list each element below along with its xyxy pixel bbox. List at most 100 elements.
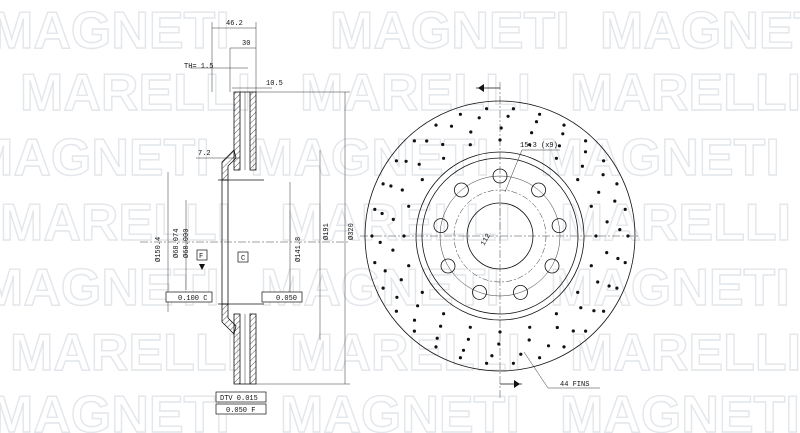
drilled-hole	[458, 356, 462, 360]
pcd-circle	[453, 189, 547, 283]
drilled-hole	[596, 280, 600, 284]
dim-outer-dia: Ø320	[347, 223, 356, 240]
drilled-hole	[580, 164, 585, 168]
drilled-hole	[391, 248, 395, 252]
watermark-line-7b: MAGNETI	[280, 386, 520, 433]
watermark-line-7: MAGNETI	[0, 386, 230, 433]
watermark-line-1: MAGNETI	[0, 2, 230, 60]
bolt-hole	[440, 258, 456, 274]
drilled-hole	[468, 325, 472, 329]
watermark-line-6: MARELLI	[10, 324, 241, 382]
runout-left-frame	[165, 291, 213, 303]
drilled-hole	[605, 220, 609, 224]
dim-min-thickness: TH= 1.5	[184, 63, 213, 71]
watermark-line-5b: MAGNETI	[260, 259, 500, 317]
bolt-hole	[531, 182, 546, 198]
drilled-hole	[391, 217, 395, 221]
drilled-hole	[583, 150, 588, 154]
drilled-hole	[485, 107, 489, 111]
drilled-hole	[499, 126, 503, 130]
drilled-hole	[412, 318, 417, 322]
drilled-hole	[602, 159, 606, 163]
drilled-hole	[412, 329, 416, 333]
drilled-hole	[425, 139, 429, 143]
drilled-hole	[420, 290, 424, 294]
dim-hub-bore: Ø68.074	[172, 229, 181, 258]
drilled-hole	[435, 336, 439, 340]
drilled-hole	[602, 309, 606, 313]
drilled-hole	[402, 234, 406, 238]
drilled-hole	[449, 124, 454, 128]
drilled-hole	[519, 352, 523, 356]
drilled-hole	[485, 361, 489, 365]
tol-dtv: DTV 0.015	[220, 395, 258, 403]
drilled-hole	[607, 284, 611, 288]
drilled-hole	[458, 112, 462, 116]
drilled-hole	[613, 199, 617, 203]
drilled-hole	[557, 144, 562, 148]
drilled-hole	[576, 178, 580, 182]
datum-f: F	[199, 253, 203, 261]
bolt-hole	[513, 284, 528, 300]
drilled-hole	[477, 116, 481, 120]
fins-label: 44 FINS	[560, 381, 589, 389]
watermark-line-5: MAGNETI	[0, 259, 220, 317]
drilled-hole	[407, 204, 411, 208]
drilled-hole	[468, 143, 472, 147]
disc-outer-circle	[364, 100, 636, 372]
drilled-hole	[439, 324, 443, 328]
drilled-hole	[584, 329, 588, 333]
dim-vent-dia: Ø191	[322, 223, 331, 240]
drilled-hole	[461, 348, 466, 352]
drilled-hole	[441, 142, 445, 147]
drilled-hole	[626, 234, 630, 238]
drilled-hole	[589, 204, 593, 208]
drilled-hole	[370, 234, 374, 238]
tol-runout-right: 0.050	[276, 295, 297, 303]
drilled-hole	[554, 312, 559, 316]
drilled-hole	[528, 325, 532, 329]
drilled-hole	[615, 182, 619, 186]
dim-offset: 7.2	[198, 150, 211, 158]
drilled-hole	[383, 269, 387, 273]
bolt-hole	[433, 218, 449, 234]
bolt-hole	[544, 258, 560, 274]
drilled-hole	[442, 156, 446, 160]
drilled-hole	[528, 143, 532, 147]
dim-hub-bore-2: Ø68.000	[182, 229, 191, 258]
drilled-hole	[373, 207, 377, 211]
watermark-line-2c: MARELLI	[570, 64, 800, 122]
watermark-line-2b: MARELLI	[300, 64, 531, 122]
dtv-frame	[215, 391, 267, 403]
drilled-hole	[616, 256, 620, 261]
watermark-line-4c: MARELLI	[560, 194, 791, 252]
drilled-hole	[615, 286, 619, 290]
drilled-hole	[592, 309, 596, 313]
drilled-hole	[506, 114, 510, 118]
drilled-hole	[562, 123, 566, 127]
drilled-hole	[498, 138, 502, 142]
drilled-hole	[412, 139, 416, 143]
dim-disc-thickness: 10.5	[266, 80, 283, 88]
drilled-hole	[434, 123, 438, 127]
disc-inner-ring	[415, 151, 585, 321]
drilled-hole	[618, 228, 622, 232]
drilled-hole	[417, 162, 421, 166]
drilled-hole	[579, 306, 583, 310]
drilled-hole	[561, 132, 565, 136]
drilled-hole	[589, 264, 593, 268]
drilled-hole	[381, 286, 385, 290]
bolt-hole	[551, 218, 567, 234]
dim-overall-height: 46.2	[226, 20, 243, 28]
drilled-hole	[597, 190, 601, 194]
center-bore	[466, 202, 534, 270]
drilled-hole	[469, 130, 473, 134]
bolt-hole	[453, 182, 469, 198]
drilled-hole	[538, 356, 542, 360]
drilled-hole	[584, 139, 588, 143]
dim-pcd: Ø150.4	[154, 237, 163, 262]
drilled-hole	[497, 342, 501, 346]
drilled-hole	[395, 295, 399, 299]
watermark-line-6b: MARELLI	[290, 324, 521, 382]
